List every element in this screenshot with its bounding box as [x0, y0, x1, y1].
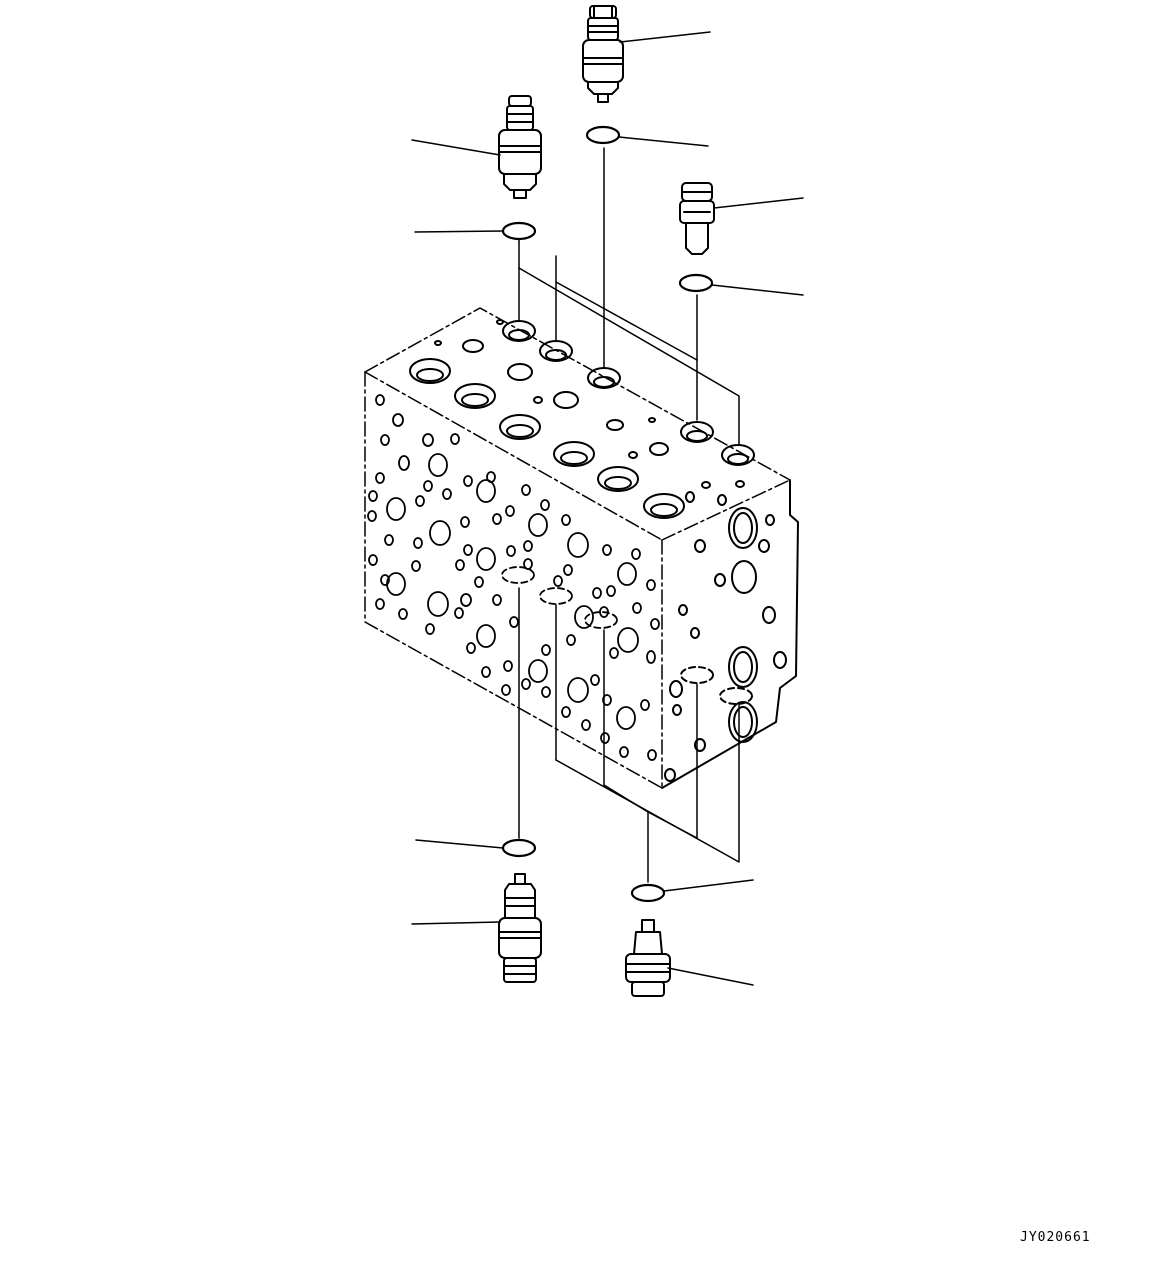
o-ring-top-left: [501, 221, 537, 241]
relief-valve-top-left: [498, 95, 542, 199]
relief-valve-bottom-left: [498, 873, 542, 983]
leader-line-9: [663, 879, 754, 892]
leader-line-1: [619, 31, 711, 43]
o-ring-bottom-right: [630, 883, 666, 903]
leader-line-7: [415, 839, 504, 849]
o-ring-bottom-left: [501, 838, 537, 858]
end-face-ports: [664, 491, 787, 782]
control-valve-block: [364, 307, 799, 789]
block-outline-top: [364, 307, 791, 481]
relief-valve-top-center: [582, 5, 624, 103]
figure-code-label: JY020661: [1020, 1230, 1091, 1245]
plug-valve-top-right: [679, 182, 715, 255]
leader-line-6: [711, 284, 804, 296]
leader-line-5: [713, 197, 804, 209]
leader-line-4: [414, 230, 504, 233]
block-outline-left: [364, 371, 663, 789]
o-ring-top-center: [585, 125, 621, 145]
block-front-edge: [364, 371, 663, 541]
leader-line-10: [667, 967, 754, 986]
block-end-face: [661, 479, 799, 789]
leader-line-3: [411, 139, 501, 156]
front-face-ports: [367, 394, 660, 761]
assembly-center-lines: [518, 147, 740, 883]
valve-bottom-right: [625, 919, 671, 997]
leader-line-8: [411, 921, 501, 925]
leader-line-2: [618, 136, 709, 147]
block-top-right-edge: [661, 479, 791, 541]
top-face-ports: [409, 319, 755, 519]
o-ring-top-right: [678, 273, 714, 293]
